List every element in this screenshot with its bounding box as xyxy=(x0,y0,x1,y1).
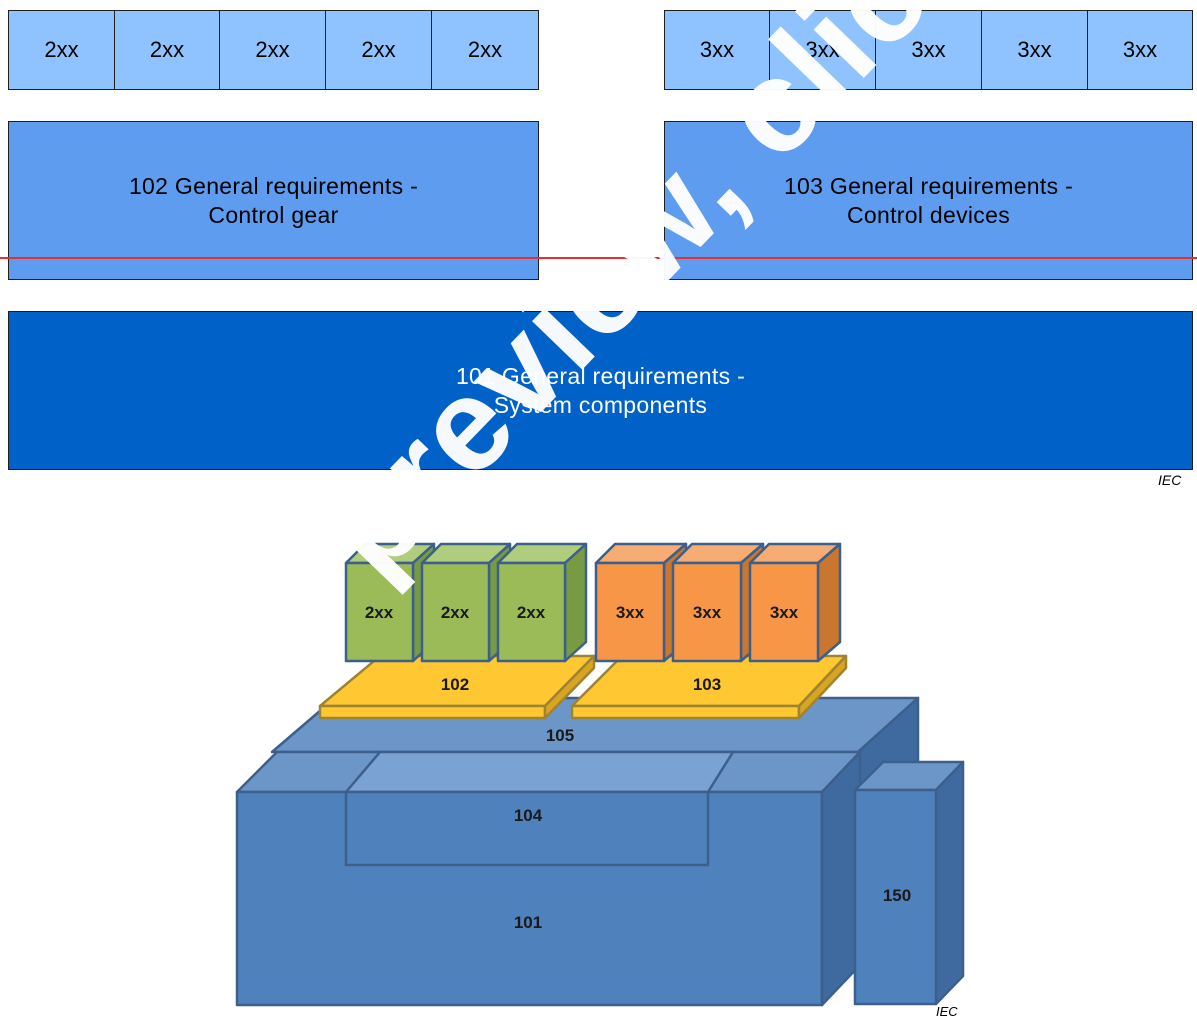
green-cube-3-front xyxy=(496,561,567,663)
platform-103-front xyxy=(570,704,801,720)
iec-label-bottom: IEC xyxy=(936,1004,958,1019)
block-150-label: 150 xyxy=(883,886,911,905)
layer-104-front xyxy=(344,792,710,867)
orange-block-label-2: 3xx xyxy=(693,603,722,622)
cell-2xx-2: 2xx xyxy=(114,10,220,90)
cell-3xx-4: 3xx xyxy=(981,10,1088,90)
green-cube-2-front xyxy=(420,561,491,663)
cell-2xx-1: 2xx xyxy=(8,10,115,90)
orange-block-label-3: 3xx xyxy=(770,603,799,622)
platform-102-side xyxy=(543,654,596,720)
green-block-label-3: 2xx xyxy=(517,603,546,622)
green-cube-3-side xyxy=(563,542,588,663)
layer-104-label: 104 xyxy=(514,806,543,825)
green-block-label-1: 2xx xyxy=(365,603,394,622)
block-150-front xyxy=(853,788,938,1006)
orange-cube-1-front xyxy=(594,561,666,663)
box-103-control-devices: 103 General requirements - Control devic… xyxy=(664,121,1193,280)
green-block-label-2: 2xx xyxy=(441,603,470,622)
cell-2xx-4: 2xx xyxy=(325,10,432,90)
platform-102-front xyxy=(318,704,547,720)
green-cube-1-front xyxy=(344,561,415,663)
block-150-side xyxy=(934,760,965,1006)
red-guide-line xyxy=(0,257,1197,259)
layer-104-top xyxy=(344,750,735,794)
platform-103-side xyxy=(797,654,848,720)
orange-cube-3-side xyxy=(816,542,842,663)
orange-cube-3-front xyxy=(748,561,820,663)
base-101-front xyxy=(235,790,824,1007)
platform-103-label: 103 xyxy=(693,675,721,694)
iec-label-top: IEC xyxy=(1158,472,1182,488)
cell-2xx-5: 2xx xyxy=(431,10,539,90)
layer-105-label: 105 xyxy=(546,726,574,745)
base-101-label: 101 xyxy=(514,913,542,932)
orange-cube-2-front xyxy=(671,561,743,663)
cell-3xx-5: 3xx xyxy=(1087,10,1193,90)
platform-102-label: 102 xyxy=(441,675,469,694)
orange-block-label-1: 3xx xyxy=(616,603,645,622)
cell-3xx-1: 3xx xyxy=(664,10,770,90)
box-102-control-gear: 102 General requirements - Control gear xyxy=(8,121,539,280)
cell-3xx-2: 3xx xyxy=(769,10,876,90)
cell-3xx-3: 3xx xyxy=(875,10,982,90)
cell-2xx-3: 2xx xyxy=(219,10,326,90)
box-101-system-components: 101 General requirements - System compon… xyxy=(8,311,1193,470)
